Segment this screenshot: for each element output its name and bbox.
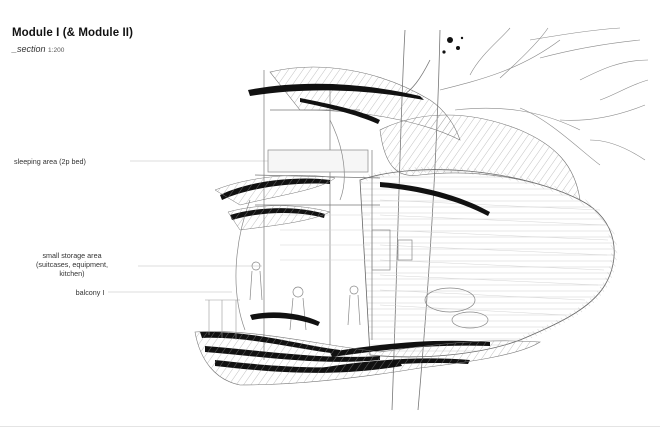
drawing-subtitle: _section 1:200 <box>12 44 64 54</box>
tree-branches <box>439 27 649 166</box>
label-storage-line-1: small storage area <box>42 251 102 260</box>
label-storage-line-2: (suitcases, equipment, <box>36 260 108 269</box>
section-label: _section <box>12 44 46 54</box>
drawing-title: Module I (& Module II) <box>12 27 134 39</box>
label-storage-area: small storage area (suitcases, equipment… <box>8 251 136 278</box>
leader-lines <box>108 160 268 293</box>
label-balcony: balcony I <box>75 288 105 297</box>
interior-planking <box>280 199 609 316</box>
railings <box>205 299 240 340</box>
furniture-people <box>249 229 489 331</box>
scale-label: 1:200 <box>48 47 65 54</box>
balcony-decks <box>194 331 541 386</box>
label-sleeping-area: sleeping area (2p bed) <box>14 157 86 166</box>
tree-knots <box>442 36 464 54</box>
label-storage-line-3: kitchen) <box>59 269 85 278</box>
footer-rule <box>0 426 660 427</box>
upper-ledges <box>214 175 336 231</box>
